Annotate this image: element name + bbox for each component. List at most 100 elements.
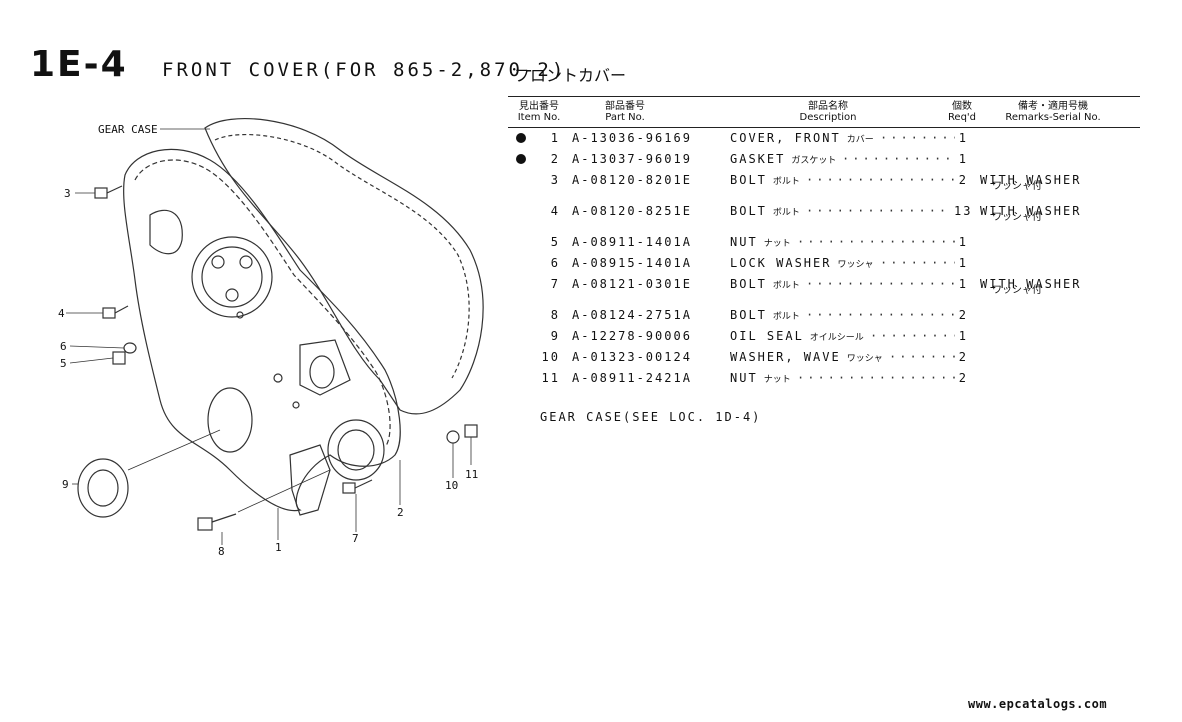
gear-case-note: GEAR CASE(SEE LOC. 1D-4) [540,410,762,424]
dot-leader: ········································… [842,152,955,166]
table-row: 11A-08911-2421ANUTナット2··················… [508,368,1140,388]
header-item: 見出番号 Item No. [517,101,561,123]
page-title-jp: フロントカバー [514,66,627,85]
header-description: 部品名称 Description [799,101,857,123]
page-title: FRONT COVER(FOR 865-2,870-2) [162,59,567,81]
part-no: A-08121-0301E [572,277,692,291]
remarks-jp: ワッシャ付 [992,285,1042,296]
callout-11: 11 [465,468,478,481]
dot-leader: ········································… [889,350,955,364]
item-no: 5 [550,235,560,249]
part-no: A-13037-96019 [572,152,692,166]
qty: 2 [958,371,968,385]
marker-dot [516,154,526,164]
item-no: 8 [550,308,560,322]
qty: 2 [958,308,968,322]
qty: 1 [958,131,968,145]
description-jp: ガスケット [791,156,837,166]
callout-4: 4 [58,307,65,320]
item-no: 3 [550,173,560,187]
dot-leader: ········································… [806,204,946,218]
qty: 13 [954,204,973,218]
front-cover-body [123,148,401,512]
dot-leader: ········································… [806,277,955,291]
qty: 1 [958,329,968,343]
description-jp: オイルシール [809,333,864,343]
dot-leader: ········································… [806,308,955,322]
pump-flange [191,236,273,318]
callout-7: 7 [352,532,359,545]
header-remarks: 備考・適用号機 Remarks-Serial No. [1005,101,1101,123]
remarks-jp: ワッシャ付 [992,181,1042,192]
description-jp: ナット [763,239,791,249]
part-no: A-08911-2421A [572,371,692,385]
description-jp: ボルト [772,177,800,187]
callout-3: 3 [64,187,71,200]
dot-leader: ········································… [870,329,955,343]
qty: 1 [958,152,968,166]
footer-url[interactable]: www.epcatalogs.com [968,697,1108,711]
header-part: 部品番号 Part No. [605,101,645,123]
item-no: 4 [550,204,560,218]
description-jp: ワッシャ [837,260,874,270]
item-no: 10 [541,350,560,364]
callout-6: 6 [60,340,67,353]
oil-seal [77,458,129,518]
remarks-jp: ワッシャ付 [992,212,1042,223]
qty: 1 [958,277,968,291]
qty: 2 [958,173,968,187]
description-jp: ボルト [772,312,800,322]
callout-9: 9 [62,478,69,491]
part-no: A-12278-90006 [572,329,692,343]
part-no: A-13036-96169 [572,131,692,145]
description-jp: ボルト [772,281,800,291]
qty: 1 [958,256,968,270]
description-jp: ワッシャ [846,354,883,364]
callout-10: 10 [445,479,458,492]
part-no: A-08124-2751A [572,308,692,322]
dot-leader: ········································… [797,371,955,385]
remarks: WITH WASHER [980,204,1082,218]
part-no: A-08120-8201E [572,173,692,187]
remarks: WITH WASHER [980,277,1082,291]
exploded-diagram: GEAR CASE 3 4 6 5 9 8 1 7 2 10 11 [58,118,484,558]
header-qty: 個数 Req'd [947,101,977,123]
part-no: A-01323-00124 [572,350,692,364]
qty: 2 [958,350,968,364]
dot-leader: ········································… [880,131,955,145]
part-no: A-08911-1401A [572,235,692,249]
part-no: A-08915-1401A [572,256,692,270]
callout-8: 8 [218,545,225,558]
item-no: 11 [541,371,560,385]
part-no: A-08120-8251E [572,204,692,218]
page-code: 1E-4 [30,44,128,85]
callout-1: 1 [275,541,282,554]
dot-leader: ········································… [797,235,955,249]
item-no: 7 [550,277,560,291]
remarks: WITH WASHER [980,173,1082,187]
table-header: 見出番号 Item No. 部品番号 Part No. 部品名称 Descrip… [508,96,1140,128]
qty: 1 [958,235,968,249]
item-no: 6 [550,256,560,270]
item-no: 2 [550,152,560,166]
parts-table: 見出番号 Item No. 部品番号 Part No. 部品名称 Descrip… [508,96,1140,385]
description-jp: ボルト [772,208,800,218]
callout-2: 2 [397,506,404,519]
dot-leader: ········································… [880,256,955,270]
